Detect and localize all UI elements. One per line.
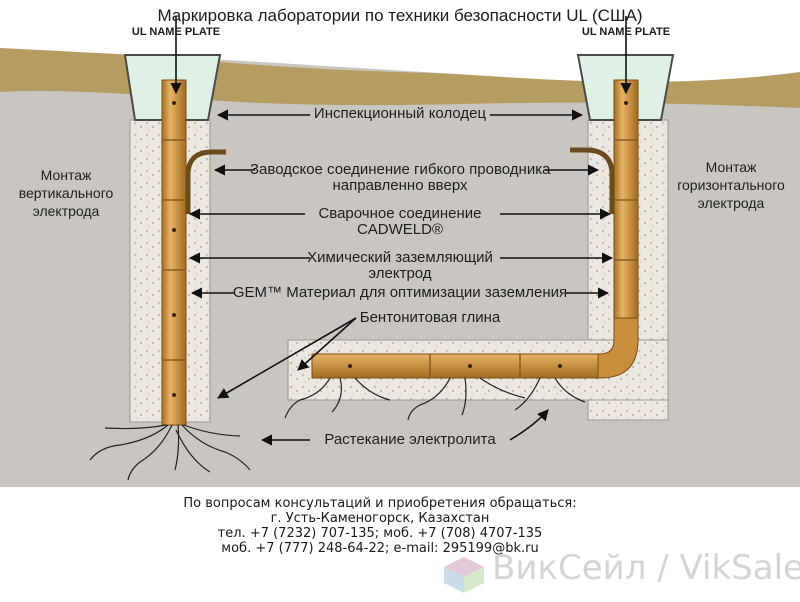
sky [0, 0, 800, 48]
right-side-label-line-2: горизонтального [677, 177, 785, 193]
footer-line-4: моб. +7 (777) 248-64-22; e-mail: 295199@… [221, 541, 539, 556]
left-side-label-line-1: Монтаж [40, 167, 92, 183]
right-electrode-horizontal [311, 353, 599, 379]
left-electrode [161, 79, 187, 426]
left-side-label-line-2: вертикального [18, 185, 114, 201]
callout-lines [170, 16, 632, 446]
left-name-plate-label: UL NAME PLATE [131, 26, 221, 38]
flex-lead-label: Заводское соединение гибкого проводника … [250, 162, 550, 194]
gem-label: GEM™ Материал для оптимизации заземления [232, 284, 568, 301]
weld-label: Сварочное соединение CADWELD® [300, 206, 500, 238]
footer-line-2: г. Усть-Каменогорск, Казахстан [270, 511, 490, 526]
right-side-label-line-3: электрода [697, 195, 765, 211]
left-side-label-line-3: электрода [32, 203, 100, 219]
electrode-label: Химический заземляющий электрод [300, 250, 500, 282]
left-flex-lead [185, 149, 226, 214]
contact-footer: По вопросам консультаций и приобретения … [0, 496, 760, 556]
right-side-label-line-1: Монтаж [705, 159, 757, 175]
inspection-well-label: Инспекционный колодец [313, 105, 487, 122]
weld-label-line-1: Сварочное соединение [318, 205, 482, 222]
bentonite-label: Бентонитовая глина [359, 309, 501, 326]
right-side-label: Монтаж горизонтального электрода [670, 158, 792, 212]
left-roots [89, 424, 251, 481]
right-name-plate-label: UL NAME PLATE [581, 26, 671, 38]
watermark: ВикСейл / VikSale [492, 548, 800, 588]
leaching-label: Растекание электролита [324, 431, 496, 448]
left-side-label: Монтаж вертикального электрода [10, 166, 122, 220]
electrode-label-line-2: электрод [368, 265, 432, 282]
diagram-title: Маркировка лаборатории по техники безопа… [157, 6, 643, 25]
weld-label-line-2: CADWELD® [356, 221, 444, 238]
right-roots [284, 377, 586, 421]
flex-lead-label-line-2: направленно вверх [332, 177, 468, 194]
footer-line-1: По вопросам консультаций и приобретения … [183, 496, 577, 511]
footer-line-3: тел. +7 (7232) 707-135; моб. +7 (708) 47… [217, 526, 543, 541]
right-flex-lead [570, 147, 615, 214]
electrode-label-line-1: Химический заземляющий [307, 249, 493, 266]
flex-lead-label-line-1: Заводское соединение гибкого проводника [250, 161, 551, 178]
watermark-logo-icon [444, 557, 484, 593]
